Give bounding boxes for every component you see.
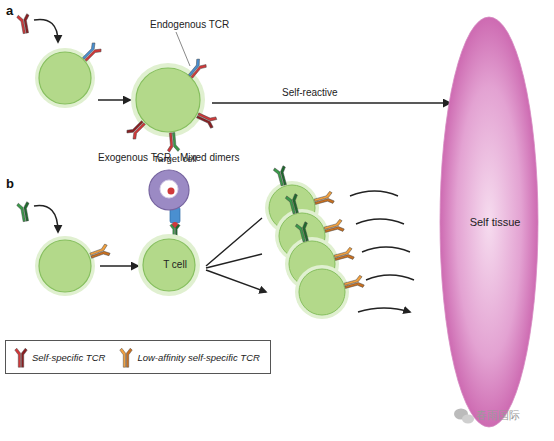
- cell-circle: [149, 170, 189, 210]
- self-reactive-arrow: [212, 102, 450, 104]
- legend-icon: [14, 346, 28, 368]
- arrow: [98, 99, 130, 101]
- attack-arrows: [350, 191, 414, 312]
- watermark: 春雨国际: [476, 408, 520, 423]
- panel-letter: a: [6, 3, 13, 18]
- panel-letter: b: [6, 176, 14, 191]
- t-cell: T cell: [145, 238, 205, 292]
- legend-box: Self-specific TCR Low-affinity self-speci…: [5, 340, 271, 374]
- legend-label: Low-affinity self-specific TCR: [137, 352, 259, 363]
- annotation: Endogenous TCR: [150, 19, 229, 30]
- expanded-cells: [265, 165, 365, 319]
- nucleus: [160, 180, 178, 198]
- legend-entry: Self-specific TCR: [14, 346, 105, 368]
- legend-icon: [119, 346, 133, 368]
- expansion-arrows: [206, 218, 266, 292]
- annotation: Exogenous TCR: [98, 152, 171, 163]
- tissue-region: Self tissue: [442, 16, 548, 428]
- naive-cell: [35, 42, 102, 108]
- leader-line: [176, 32, 190, 66]
- cell: [35, 236, 111, 296]
- legend-label: Self-specific TCR: [32, 352, 105, 363]
- legend-entry: Low-affinity self-specific TCR: [119, 346, 259, 368]
- arrow-label: Self-reactive: [282, 87, 338, 98]
- node-label: Self tissue: [442, 216, 548, 229]
- tcr-gene: [16, 13, 32, 34]
- node-label: T cell: [145, 259, 205, 271]
- annotation: Mixed dimers: [180, 152, 239, 163]
- antigen: [168, 188, 175, 195]
- tcr-gene: [16, 201, 32, 222]
- arrow: [100, 265, 138, 267]
- transfer-arrow: [34, 206, 58, 232]
- transduced-cell: [126, 58, 218, 152]
- transfer-arrow: [34, 19, 58, 42]
